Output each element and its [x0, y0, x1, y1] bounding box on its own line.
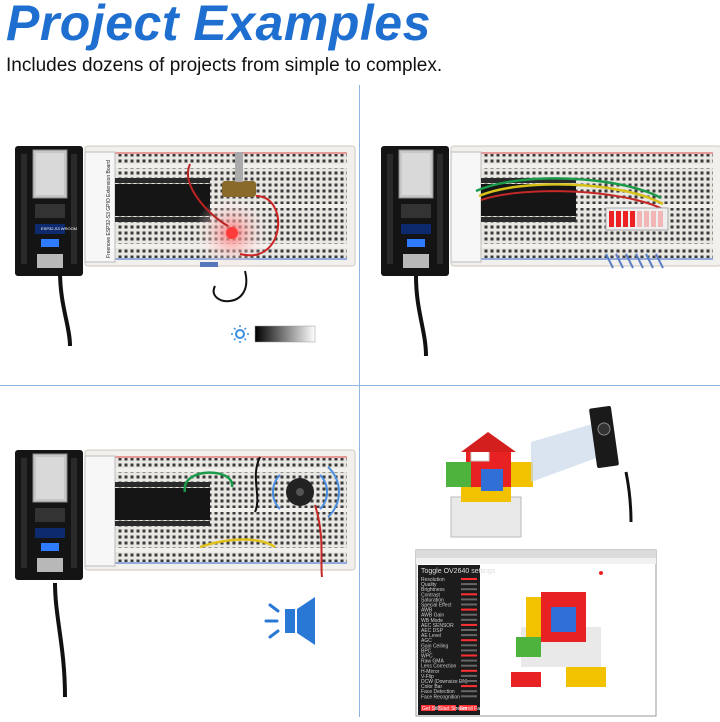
esp32-board-assembly: Freenove ESP32-S3 GPIO Extension Board E… [14, 145, 356, 277]
camera-setting-control[interactable] [461, 674, 477, 677]
camera-setting-control[interactable] [461, 598, 477, 601]
lego-house-model [446, 432, 533, 538]
camera-setting-label: AEC SENSOR [421, 623, 454, 629]
start-stream-button: Start Stream [439, 706, 467, 712]
wire-black [212, 270, 248, 303]
potentiometer-shaft [235, 152, 243, 182]
brightness-gradient-icon [231, 325, 316, 343]
wire-red [480, 190, 666, 211]
camera-setting-control[interactable] [461, 695, 477, 698]
camera-setting-control[interactable] [461, 629, 477, 631]
wire-red [314, 504, 323, 578]
camera-setting-control[interactable] [461, 644, 477, 647]
camera-setting-label: Special Effect [421, 603, 452, 609]
red-led [226, 227, 238, 239]
camera-setting-control[interactable] [461, 588, 477, 591]
camera-setting-label: BPC [421, 648, 432, 654]
camera-setting-control[interactable] [461, 593, 477, 596]
camera-setting-control[interactable] [461, 583, 477, 586]
page-subtitle: Includes dozens of projects from simple … [6, 55, 443, 76]
resistor-row [605, 253, 664, 269]
wire-yellow [199, 538, 276, 549]
browser-window: Toggle OV2640 settings ResolutionQuality… [415, 549, 657, 717]
wire-black [254, 456, 261, 513]
camera-app-title: Toggle OV2640 settings [421, 568, 496, 575]
camera-setting-label: Quality [421, 582, 437, 588]
vertical-divider-bottom [359, 386, 360, 717]
camera-setting-label: AWB [421, 608, 433, 614]
camera-setting-label: DCW (Downsize EN) [421, 679, 468, 685]
camera-setting-control[interactable] [461, 608, 477, 611]
camera-setting-label: AWB Gain [421, 613, 444, 619]
camera-setting-control[interactable] [461, 603, 477, 606]
chip-label: ESP32-S3 WROOM [41, 226, 77, 231]
camera-setting-control[interactable] [461, 578, 477, 580]
camera-setting-control[interactable] [461, 639, 477, 642]
page-title: Project Examples [6, 0, 431, 51]
usb-cable [414, 275, 428, 357]
camera-setting-label: AGC [421, 638, 432, 644]
wire-yellow [478, 183, 664, 206]
camera-setting-label: Face Recognition [421, 694, 460, 700]
usb-cable [58, 270, 72, 347]
usb-cable [53, 582, 67, 698]
enroll-face-button: Enroll Face [460, 706, 486, 712]
camera-setting-control[interactable] [461, 685, 477, 688]
camera-setting-control[interactable] [461, 690, 477, 693]
camera-setting-label: WPC [421, 654, 433, 660]
potentiometer [222, 181, 256, 197]
horizontal-divider [0, 385, 720, 386]
project-buzzer [0, 387, 358, 717]
camera-setting-control[interactable] [461, 654, 477, 657]
wire-green [183, 471, 234, 493]
camera-setting-label: Resolution [421, 577, 445, 583]
camera-setting-control[interactable] [461, 613, 477, 616]
camera-setting-label: Lens Correction [421, 664, 457, 670]
camera-setting-label: Contrast [421, 592, 441, 598]
camera-setting-label: Raw GMA [421, 659, 444, 665]
camera-setting-control[interactable] [461, 669, 477, 672]
camera-setting-control[interactable] [461, 623, 477, 626]
camera-setting-label: Gain Ceiling [421, 643, 448, 649]
camera-setting-label: V-Flip [421, 674, 434, 680]
resistor [200, 262, 218, 267]
led-bar-icon [605, 207, 669, 231]
camera-setting-control[interactable] [461, 664, 477, 667]
vertical-divider-top [359, 85, 360, 385]
camera-setting-label: WB Mode [421, 618, 443, 624]
camera-setting-label: Color Bar [421, 684, 442, 690]
project-led-bar-graph [361, 86, 720, 384]
camera-setting-control[interactable] [461, 680, 477, 682]
wire-red-2 [239, 195, 280, 257]
camera-setting-label: Saturation [421, 597, 444, 603]
camera-setting-control[interactable] [461, 634, 477, 637]
esp32-board-assembly [14, 449, 356, 581]
wire-red-1 [187, 163, 229, 227]
camera-setting-label: H-Mirror [421, 669, 440, 675]
esp32-board-assembly [380, 145, 720, 277]
camera-setting-control[interactable] [461, 649, 477, 652]
camera-setting-control[interactable] [461, 659, 477, 662]
camera-setting-label: Face Detection [421, 689, 455, 695]
camera-icon [589, 406, 633, 523]
speaker-sound-icon [264, 597, 315, 645]
camera-setting-control[interactable] [461, 618, 477, 621]
extension-board-label: Freenove ESP32-S3 GPIO Extension Board [106, 160, 112, 258]
camera-preview [511, 592, 606, 687]
camera-setting-label: AE Level [421, 633, 441, 639]
wire-green [475, 177, 662, 200]
camera-view-cone [531, 422, 599, 482]
project-potentiometer-led: Freenove ESP32-S3 GPIO Extension Board E… [0, 86, 358, 384]
get-still-button: Get Still [422, 706, 440, 712]
camera-setting-label: AEC DSP [421, 628, 444, 634]
camera-setting-label: Brightness [421, 587, 445, 593]
